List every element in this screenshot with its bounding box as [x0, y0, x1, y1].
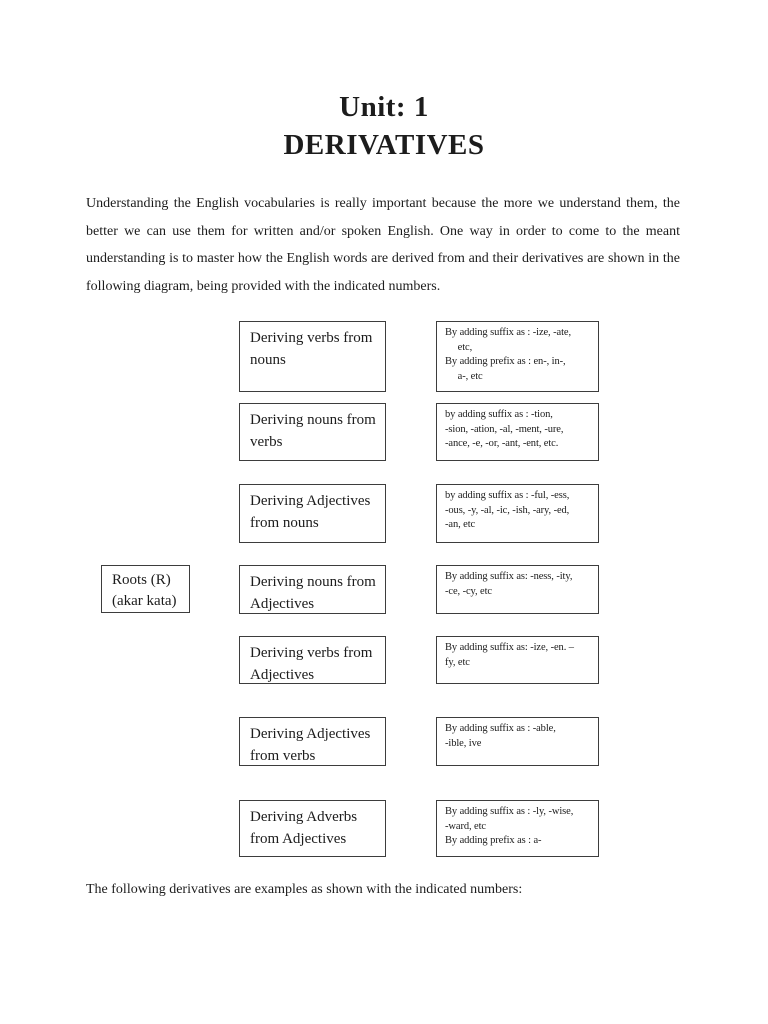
derivation-label-box: Deriving Adjectives from nouns: [239, 484, 386, 543]
derivation-label-box: Deriving nouns from verbs: [239, 403, 386, 461]
derivation-label-box: Deriving verbs from Adjectives: [239, 636, 386, 684]
derivation-rule-box: By adding suffix as: -ness, -ity, -ce, -…: [436, 565, 599, 614]
closing-text: The following derivatives are examples a…: [86, 882, 523, 897]
derivation-rule-box: By adding suffix as : -ize, -ate, etc, B…: [436, 321, 599, 392]
derivation-label-box: Deriving nouns from Adjectives: [239, 565, 386, 614]
intro-paragraph: Understanding the English vocabularies i…: [86, 196, 680, 294]
roots-box: Roots (R) (akar kata): [101, 565, 190, 613]
derivation-rule-box: By adding suffix as: -ize, -en. – fy, et…: [436, 636, 599, 684]
title-block: Unit: 1 DERIVATIVES: [0, 88, 768, 164]
unit-number-title: Unit: 1: [339, 91, 429, 123]
derivation-rule-box: By adding suffix as : -ly, -wise, -ward,…: [436, 800, 599, 857]
derivation-label-box: Deriving verbs from nouns: [239, 321, 386, 392]
derivation-label-box: Deriving Adverbs from Adjectives: [239, 800, 386, 857]
derivation-rule-box: by adding suffix as : -ful, -ess, -ous, …: [436, 484, 599, 543]
page-title: DERIVATIVES: [283, 129, 485, 161]
derivation-label-box: Deriving Adjectives from verbs: [239, 717, 386, 766]
derivation-rule-box: by adding suffix as : -tion, -sion, -ati…: [436, 403, 599, 461]
derivation-rule-box: By adding suffix as : -able, -ible, ive: [436, 717, 599, 766]
